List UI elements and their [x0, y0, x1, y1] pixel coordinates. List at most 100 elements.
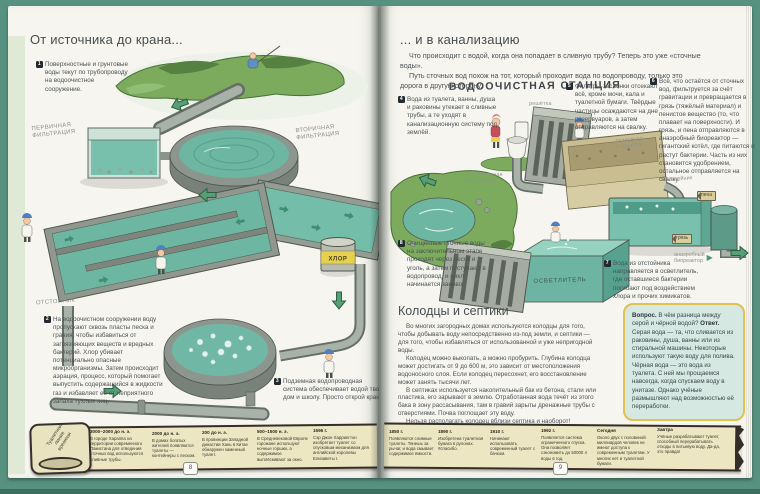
note-7: 7 Вода из отстойника направляется в осве… [604, 260, 707, 301]
right-page-number: 9 [553, 462, 568, 475]
right-page: ОСВЕТЛИТЕЛЬ [379, 6, 755, 478]
right-page-title: ... и в канализацию [400, 32, 520, 47]
wells-paragraph: Во многих загородных домах используются … [398, 323, 593, 354]
worker-figure [323, 349, 335, 378]
primary-filtration-tank [80, 127, 168, 189]
timeline-date: 200 до н. э. [202, 430, 228, 435]
timeline-entry: 1910 г. Начинают использовать современны… [490, 429, 538, 457]
answer-label: Ответ. [700, 320, 720, 328]
timeline-date: 2000 до н. э. [152, 431, 180, 436]
timeline-text: Начинают использовать современный туалет… [490, 435, 535, 457]
settling-basin [43, 181, 281, 303]
riverbank-grass [115, 54, 345, 101]
question-answer-box: Вопрос. В чём разница между серой и чёрн… [623, 303, 745, 421]
sludge-tag-label: грязь [672, 234, 693, 244]
note-number: 6 [650, 78, 657, 85]
note-2: 2 На водоочистном сооружении воду пропус… [44, 316, 165, 406]
distribution-pipes [49, 264, 366, 421]
timeline-entry: 1596 г. Сэр Джон Харрингтон изобретает т… [313, 428, 371, 461]
timeline-entry: 1850 г. Появляются сливные туалеты. Тяне… [389, 429, 435, 457]
timeline-text: В провинции Западной династии Хань в Кит… [202, 436, 249, 458]
foam-tag-label: пена [697, 191, 717, 201]
timeline-date: 1890 г. [438, 429, 453, 434]
timeline-date: 3000–2000 до н. э. [90, 429, 131, 434]
note-number: 1 [36, 61, 43, 68]
gravel-reservoir-label: резервуар с гравием [615, 135, 644, 151]
clarifier-label: ОСВЕТЛИТЕЛЬ [533, 277, 586, 285]
water-supply-diagram: ХЛОР [8, 36, 379, 474]
final-filtration-block [438, 240, 532, 313]
note-text: На водоочистном сооружении воду пропуска… [53, 316, 163, 405]
wells-paragraph: Нельзя располагать колодец вблизи септик… [406, 418, 571, 426]
wells-paragraph: В септиках используется накопительный ба… [398, 386, 596, 418]
timeline-date: 1596 г. [313, 428, 328, 433]
left-page-number: 8 [183, 462, 198, 475]
note-number: 4 [398, 96, 405, 103]
timeline-text: Появляется система ограниченного спуска.… [541, 434, 587, 461]
wells-text: Во многих загородных домах используются … [398, 323, 600, 426]
clean-water-pond [390, 170, 518, 270]
flow-arrow-icon: ▶ [706, 253, 713, 263]
worker-figure [550, 221, 569, 245]
inlet-pipe [153, 83, 245, 135]
note-text: Вода из туалета, ванны, душа и раковины … [407, 96, 498, 136]
wells-heading: Колодцы и септики [398, 304, 509, 318]
note-5: 5 Фильтры-заслонки отсекают всё, кроме м… [566, 83, 659, 132]
question-label: Вопрос. [632, 312, 657, 319]
wells-paragraph: Колодец можно выкопать, а можно пробурит… [398, 354, 591, 386]
timeline-date: Завтра [657, 427, 673, 432]
note-text: Поверхностные и грунтовые воды текут по … [45, 61, 128, 93]
note-text: Очищенные сточные воды на заключительном… [407, 240, 486, 288]
timeline-text: Появляются сливные туалеты. Тянешь за ры… [389, 435, 434, 457]
note-number: 8 [398, 240, 405, 247]
flow-arrow-icon [332, 291, 346, 310]
timeline-entry: 3000–2000 до н. э. В городе Хараппа на т… [90, 429, 146, 462]
final-filtration-label: окончательная фильтрация [463, 172, 503, 185]
note-text: Вода из отстойника направляется в осветл… [613, 260, 699, 300]
fisherman [247, 45, 281, 69]
timeline-text: Изобретена туалетная бумага в рулонах. #… [438, 435, 484, 452]
note-number: 2 [44, 316, 51, 323]
timeline-text: В городе Хараппа на территории современн… [90, 435, 144, 462]
note-number: 3 [274, 378, 281, 385]
worker-figure [21, 213, 33, 242]
note-text: Всё, что остаётся от сточных вод, фильтр… [659, 78, 755, 184]
bioreactor-label-text: анаэробный биореактор [674, 252, 705, 265]
timeline-entry: 2000 до н. э. В домах богатых жителей по… [152, 431, 198, 459]
note-1: 1 Поверхностные и грунтовые воды текут п… [36, 61, 129, 94]
timeline-date: Сегодня [597, 428, 616, 433]
timeline-entry: 1890 г. Изобретена туалетная бумага в ру… [438, 429, 486, 451]
clarifier-tank: ОСВЕТЛИТЕЛЬ [515, 239, 631, 303]
note-text: Фильтры-заслонки отсекают всё, кроме моч… [575, 83, 658, 131]
chlorine-barrel: ХЛОР [320, 237, 356, 277]
note-3: 3 Подземная водопроводная система обеспе… [274, 378, 385, 403]
timeline-entry: 500–1500 н. э. В Средневековой Европе го… [257, 429, 309, 462]
timeline-text: Учёные разрабатывают туалет, способный п… [657, 433, 720, 455]
timeline-entry: 200 до н. э. В провинции Западной династ… [202, 430, 252, 458]
anaerobic-bioreactor [710, 205, 746, 258]
timeline-entry: Сегодня Около двух с половиной миллиардо… [597, 428, 653, 466]
aeration-pool [163, 318, 277, 400]
chlorine-label: ХЛОР [329, 257, 348, 263]
timeline-entry: 1992 г. Появляется система ограниченного… [541, 428, 593, 461]
timeline-date: 1910 г. [490, 429, 505, 434]
timeline-date: 1850 г. [389, 429, 404, 434]
left-page: ХЛОР [8, 6, 383, 478]
timeline-date: 500–1500 н. э. [257, 429, 288, 434]
answer-text: Серая вода — та, что сливается из ракови… [632, 328, 735, 411]
page-stack-edge [746, 6, 752, 478]
intro-paragraph: Путь сточных вод похож на тот, который п… [400, 71, 683, 90]
grate-label: решётка [529, 101, 552, 107]
question-text: В чём разница между серой и чёрной водой… [632, 312, 721, 328]
note-6: 6 Всё, что остаётся от сточных вод, филь… [650, 78, 756, 184]
timeline-roll: Туалетная линия времени [29, 421, 92, 476]
note-4: 4 Вода из туалета, ванны, душа и раковин… [398, 96, 499, 137]
bioreactor-label: анаэробный биореактор ▶ [674, 252, 713, 265]
worker-figure [574, 117, 585, 139]
left-page-title: От источника до крана... [30, 32, 183, 47]
timeline-entry: Завтра Учёные разрабатывают туалет, спос… [657, 427, 725, 455]
timeline-text: Сэр Джон Харрингтон изобретает туалет со… [313, 434, 369, 461]
intro-paragraph: Что происходит с водой, когда она попада… [400, 52, 701, 70]
timeline-text: В домах богатых жителей появляются туале… [152, 437, 196, 459]
